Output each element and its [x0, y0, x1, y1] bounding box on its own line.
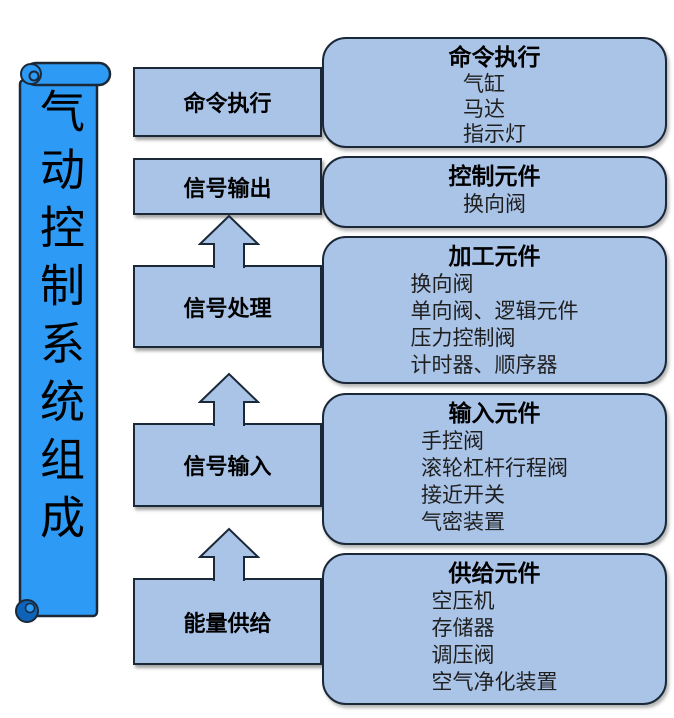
detail-item: 空气净化装置 — [431, 670, 558, 694]
detail-title: 加工元件 — [448, 244, 541, 270]
up-arrow-icon — [198, 372, 260, 426]
stage-label: 命令执行 — [183, 92, 272, 117]
detail-item: 存储器 — [431, 616, 495, 640]
stage-label: 信号输出 — [183, 176, 272, 202]
detail-item: 空压机 — [431, 589, 495, 613]
detail-item: 压力控制阀 — [410, 326, 516, 350]
detail-item: 气密装置 — [421, 510, 505, 534]
stage-signal-processing: 信号处理 — [133, 265, 322, 348]
banner-title-text: 气动控制系统组成 — [32, 88, 85, 552]
detail-item: 调压阀 — [431, 643, 495, 667]
detail-title: 输入元件 — [448, 401, 541, 427]
detail-item-list: 手控阀 滚轮杠杆行程阀 接近开关 气密装置 — [421, 428, 568, 536]
stage-label: 信号输入 — [183, 455, 272, 480]
stage-signal-input: 信号输入 — [133, 423, 322, 507]
detail-item-list: 空压机 存储器 调压阀 空气净化装置 — [432, 588, 558, 696]
detail-item: 滚轮杠杆行程阀 — [421, 456, 568, 480]
banner-title: 气动控制系统组成 — [20, 88, 97, 623]
detail-item: 气缸 — [463, 72, 505, 96]
detail-item: 换向阀 — [410, 272, 474, 296]
detail-item: 接近开关 — [421, 483, 505, 507]
up-arrow-icon — [198, 214, 260, 268]
detail-item: 手控阀 — [421, 429, 484, 453]
stage-energy-supply: 能量供给 — [133, 578, 322, 665]
detail-item-list: 换向阀 — [463, 191, 526, 218]
detail-item-list: 气缸 马达 指示灯 — [463, 72, 526, 147]
detail-item: 马达 — [463, 97, 505, 121]
stage-label: 能量供给 — [183, 611, 272, 637]
detail-box-supply-elements: 供给元件 空压机 存储器 调压阀 空气净化装置 — [322, 553, 667, 705]
stage-signal-output: 信号输出 — [133, 158, 322, 215]
detail-title: 供给元件 — [448, 561, 541, 587]
detail-item: 单向阀、逻辑元件 — [410, 299, 579, 323]
detail-title: 命令执行 — [448, 45, 541, 71]
detail-box-input-elements: 输入元件 手控阀 滚轮杠杆行程阀 接近开关 气密装置 — [322, 393, 667, 545]
detail-title: 控制元件 — [448, 164, 541, 190]
detail-item: 换向阀 — [463, 192, 526, 216]
detail-box-command-execution: 命令执行 气缸 马达 指示灯 — [322, 37, 667, 148]
up-arrow-icon — [198, 527, 260, 581]
detail-box-processing-elements: 加工元件 换向阀 单向阀、逻辑元件 压力控制阀 计时器、顺序器 — [322, 236, 667, 384]
detail-item: 指示灯 — [463, 122, 526, 146]
detail-item-list: 换向阀 单向阀、逻辑元件 压力控制阀 计时器、顺序器 — [411, 271, 579, 379]
detail-box-control-elements: 控制元件 换向阀 — [322, 156, 667, 228]
detail-item: 计时器、顺序器 — [410, 353, 558, 377]
scroll-banner-graphic — [15, 61, 112, 623]
stage-command-execution: 命令执行 — [133, 67, 322, 137]
stage-label: 信号处理 — [183, 296, 272, 322]
